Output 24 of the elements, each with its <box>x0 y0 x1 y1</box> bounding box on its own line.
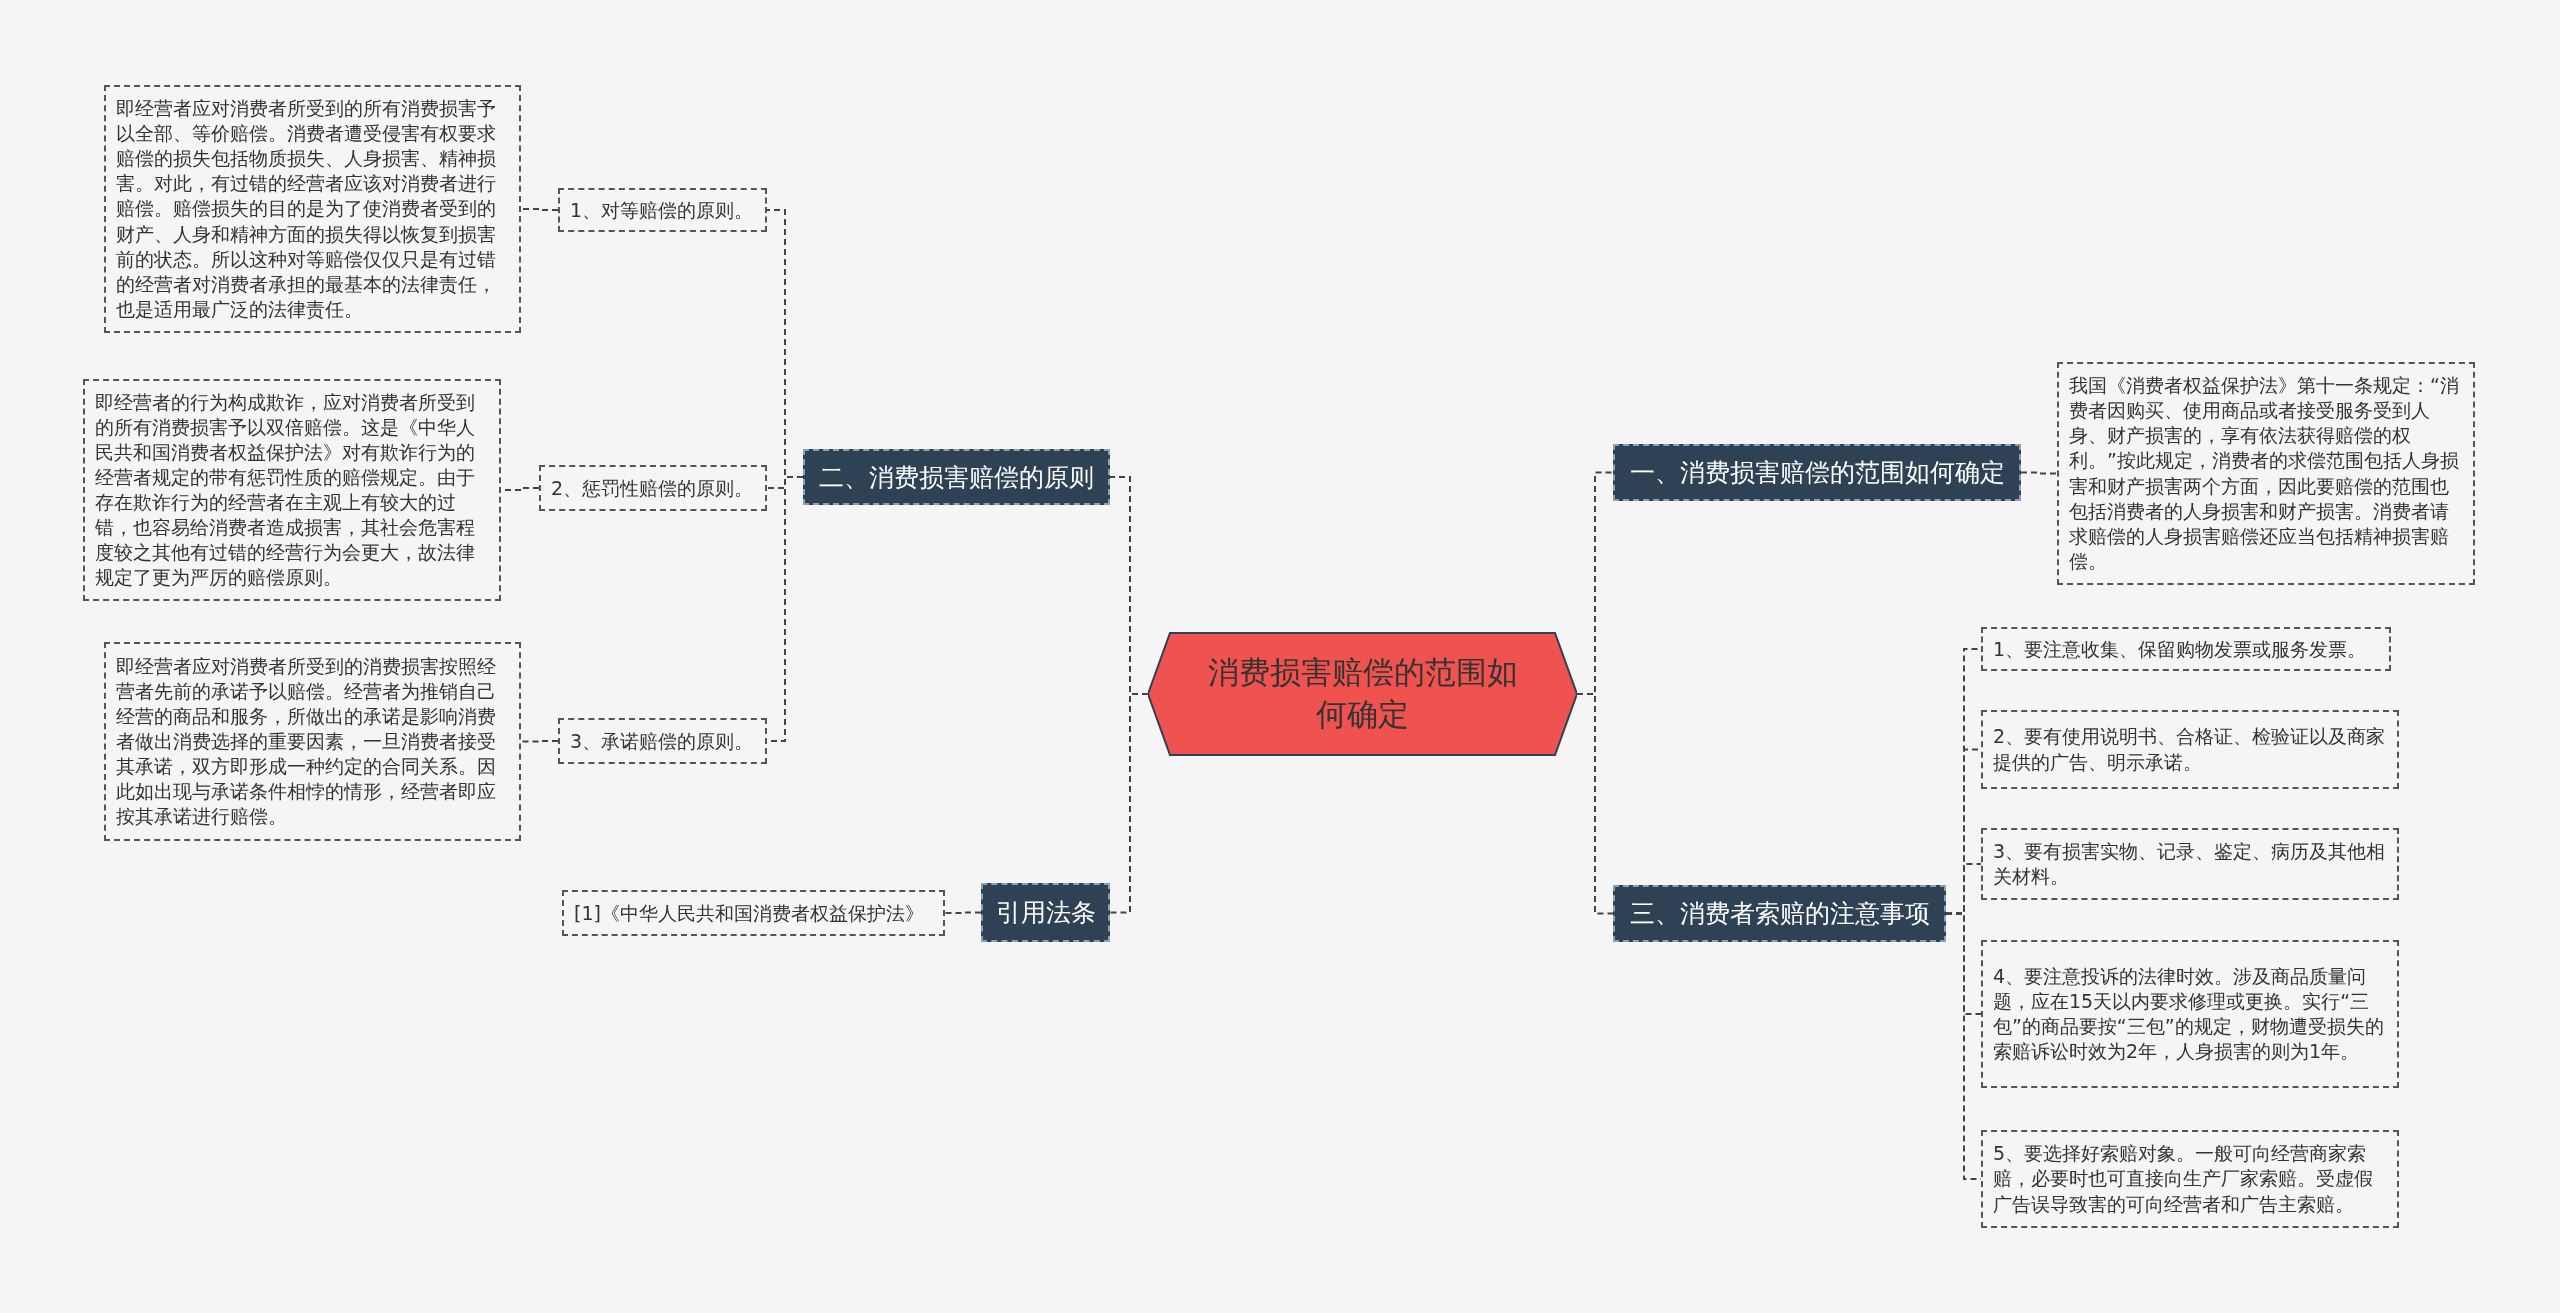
connector <box>520 740 559 743</box>
topic-hexagon: 消费损害赔偿的范围如何确定 <box>1148 632 1577 756</box>
connector <box>520 208 559 211</box>
item-box: 1、要注意收集、保留购物发票或服务发票。 <box>1981 627 2391 671</box>
branch-box: 引用法条 <box>981 883 1110 942</box>
note-box: 4、要注意投诉的法律时效。涉及商品质量问题，应在15天以内要求修理或更换。实行“三包”的商品要按“三包”的规定，财物遭受损失的索赔诉讼时效为2年，人身损害的则为1年。 <box>1981 940 2399 1088</box>
item-box: 2、惩罚性赔偿的原则。 <box>539 465 767 511</box>
branch-box: 三、消费者索赔的注意事项 <box>1613 885 1946 942</box>
connector <box>1576 693 1614 915</box>
connector <box>1109 693 1149 914</box>
connector <box>2020 471 2058 475</box>
note-box: 即经营者应对消费者所受到的所有消费损害予以全部、等价赔偿。消费者遭受侵害有权要求赔偿的损失包括物质损失、人身损害、精神损害。对此，有过错的经营者应该对消费者进行赔偿。赔偿损失的目的是为了使消费者受到的财产、人身和精神方面的损失得以恢复到损害前的状态。所以这种对等赔偿仅仅只是有过错的经营者对消费者承担的最基本的法律责任，也是适用最广泛的法律责任。 <box>104 85 521 333</box>
note-box: 5、要选择好索赔对象。一般可向经营商家索赔，必要时也可直接向生产厂家索赔。受虚假广告误导致害的可向经营者和广告主索赔。 <box>1981 1130 2399 1228</box>
item-box: 1、对等赔偿的原则。 <box>558 188 767 232</box>
item-box: 3、承诺赔偿的原则。 <box>558 718 767 764</box>
note-box: 我国《消费者权益保护法》第十一条规定：“消费者因购买、使用商品或者接受服务受到人身、财产损害的，享有依法获得赔偿的权利。”按此规定，消费者的求偿范围包括人身损害和财产损害两个方面，因此要赔偿的范围也包括消费者的人身损害和财产损害。消费者请求赔偿的人身损害赔偿还应当包括精神损害赔偿。 <box>2057 362 2475 585</box>
branch-box: 一、消费损害赔偿的范围如何确定 <box>1613 444 2021 501</box>
note-box: 2、要有使用说明书、合格证、检验证以及商家提供的广告、明示承诺。 <box>1981 710 2399 789</box>
connector <box>944 911 982 914</box>
branch-box: 二、消费损害赔偿的原则 <box>803 449 1110 505</box>
note-box: 3、要有损害实物、记录、鉴定、病历及其他相关材料。 <box>1981 828 2399 900</box>
note-box: 即经营者的行为构成欺诈，应对消费者所受到的所有消费损害予以双倍赔偿。这是《中华人民共和国消费者权益保护法》对有欺诈行为的经营者规定的带有惩罚性质的赔偿规定。由于存在欺诈行为的经营者在主观上有较大的过错，也容易给消费者造成损害，其社会危害程度较之其他有过错的经营行为会更大，故法律规定了更为严厉的赔偿原则。 <box>83 379 501 601</box>
item-box: [1]《中华人民共和国消费者权益保护法》 <box>562 890 945 936</box>
note-box: 即经营者应对消费者所受到的消费损害按照经营者先前的承诺予以赔偿。经营者为推销自己经营的商品和服务，所做出的承诺是影响消费者做出消费选择的重要因素，一旦消费者接受其承诺，双方即形成一种约定的合同关系。因此如出现与承诺条件相悖的情形，经营者即应按其承诺进行赔偿。 <box>104 642 521 841</box>
